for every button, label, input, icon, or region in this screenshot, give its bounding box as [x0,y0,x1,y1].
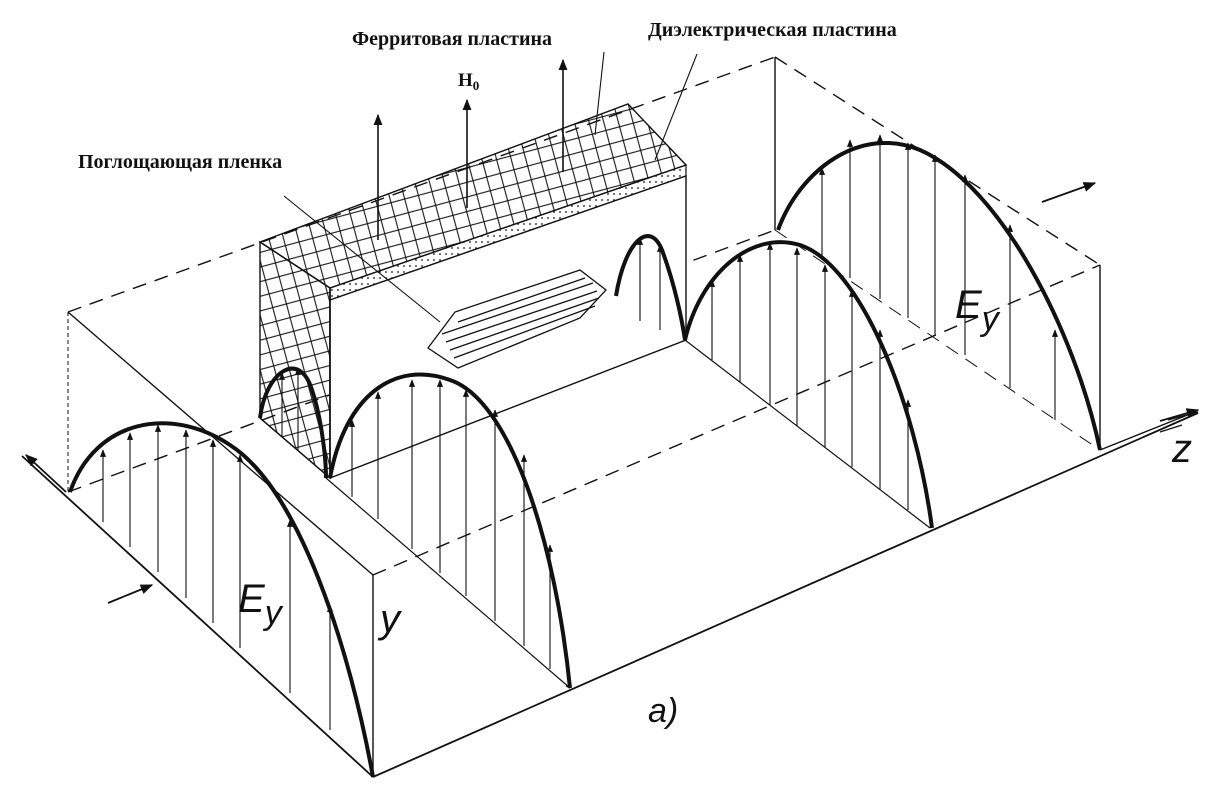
absorbing-film [427,269,607,369]
ey-label-back: Ey [955,283,1001,338]
ferrite-slab [258,103,688,480]
propagation-arrows [25,182,1200,604]
h0-field-arrows [373,58,568,240]
ey-front-sub: y [263,594,284,632]
h0-subscript: 0 [473,78,480,93]
ey-label-front: Ey [238,577,284,632]
label-leaders [283,51,698,323]
h0-main: H [458,70,473,91]
ey-back-main: E [955,283,983,327]
axis-y-label: y [377,597,403,641]
dielectric-plate-label: Диэлектрическая пластина [648,19,897,41]
caption-label: a) [648,692,678,730]
ey-back-sub: y [980,300,1001,338]
absorbing-film-label: Поглощающая пленка [78,151,282,173]
ey-arrows [99,134,1059,730]
ferrite-plate-label: Ферритовая пластина [352,28,552,50]
axis-z-label: z [1171,427,1192,471]
ey-front-main: E [238,577,266,621]
h0-label: H0 [458,70,479,93]
